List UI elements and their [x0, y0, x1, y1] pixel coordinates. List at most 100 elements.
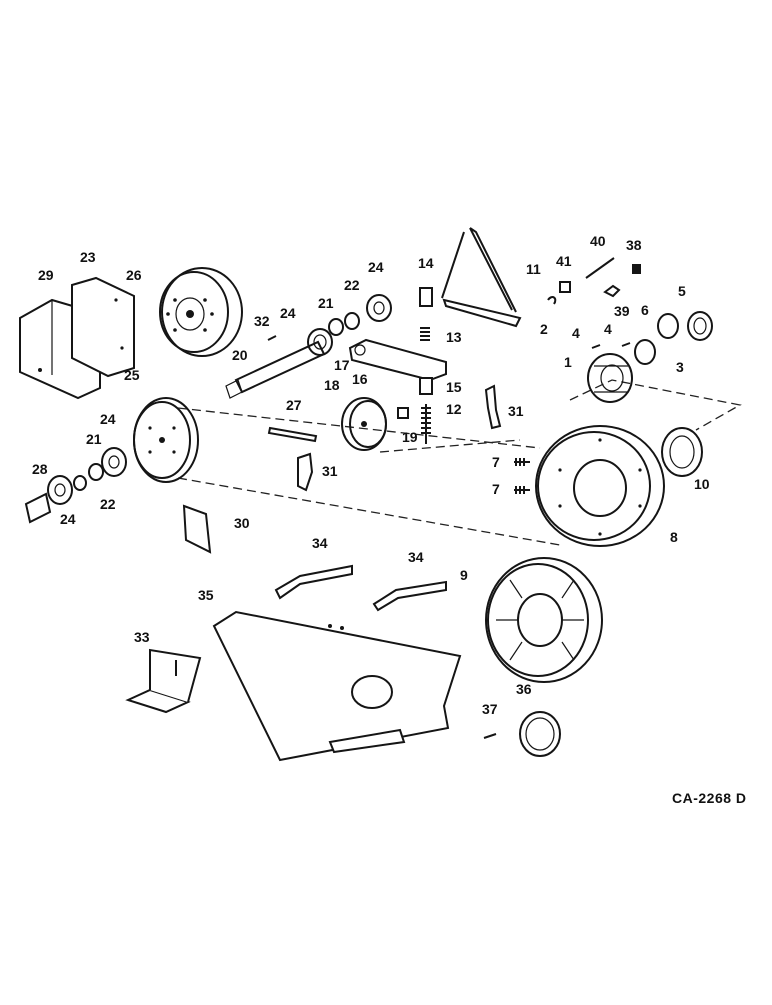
bearing-5 — [687, 311, 713, 341]
spring-13 — [420, 327, 430, 341]
key-4-right — [621, 342, 631, 347]
screw-37 — [483, 733, 497, 739]
plate-30 — [182, 504, 212, 554]
callout-39: 39 — [614, 303, 630, 319]
collar-3 — [634, 339, 656, 365]
drawing-code: CA-2268 D — [672, 790, 747, 806]
pin-19 — [397, 407, 409, 419]
hub-outline-line — [569, 379, 742, 431]
flange-24-top — [366, 294, 392, 322]
callout-4a: 4 — [572, 325, 580, 341]
callout-4b: 4 — [604, 321, 612, 337]
callout-24c: 24 — [100, 411, 116, 427]
idler-arm-16 — [348, 338, 447, 382]
callout-40: 40 — [590, 233, 606, 249]
callout-11: 11 — [526, 261, 541, 277]
key-4-left — [591, 344, 601, 349]
support-frame-11 — [441, 227, 522, 328]
clip-2 — [547, 296, 557, 305]
callout-13: 13 — [446, 329, 462, 345]
bushing-41 — [559, 281, 571, 293]
callout-1: 1 — [564, 354, 572, 370]
collar-21-lower — [88, 463, 104, 481]
callout-3: 3 — [676, 359, 684, 375]
callout-5: 5 — [678, 283, 686, 299]
callout-7b: 7 — [492, 481, 500, 497]
hub-ring-10 — [661, 427, 703, 477]
link-34-right — [372, 580, 447, 612]
callout-2: 2 — [540, 321, 548, 337]
cover-36 — [519, 711, 561, 757]
callout-29: 29 — [38, 267, 54, 283]
hub-1 — [587, 353, 633, 403]
idler-pulley-18 — [341, 397, 387, 451]
bolt-7-upper — [514, 458, 530, 466]
callout-34a: 34 — [312, 535, 328, 551]
idler-belt-line — [379, 439, 521, 453]
link-34-left — [274, 564, 353, 600]
callout-27: 27 — [286, 397, 302, 413]
callout-12: 12 — [446, 401, 462, 417]
pulley-25 — [133, 397, 199, 483]
callout-7a: 7 — [492, 454, 500, 470]
callout-23: 23 — [80, 249, 96, 265]
callout-18: 18 — [324, 377, 340, 393]
seal-6 — [657, 313, 679, 339]
nut-38 — [632, 264, 641, 274]
callout-21b: 21 — [86, 431, 102, 447]
pin-40 — [585, 257, 615, 279]
callout-41: 41 — [556, 253, 572, 269]
callout-25: 25 — [124, 367, 140, 383]
bracket-31-right — [484, 384, 502, 430]
bracket-plate-23 — [71, 276, 135, 378]
callout-24b: 24 — [280, 305, 296, 321]
collar-21-upper — [328, 318, 344, 336]
key-27 — [267, 426, 318, 443]
callout-37: 37 — [482, 701, 498, 717]
bushing-15 — [419, 377, 433, 395]
bolt-7-lower — [514, 486, 530, 494]
ring-22-upper — [344, 312, 360, 330]
callout-21a: 21 — [318, 295, 334, 311]
callout-15: 15 — [446, 379, 462, 395]
callout-24a: 24 — [368, 259, 384, 275]
callout-10: 10 — [694, 476, 710, 492]
callout-33: 33 — [134, 629, 150, 645]
callout-26: 26 — [126, 267, 142, 283]
callout-16: 16 — [352, 371, 368, 387]
callout-35: 35 — [198, 587, 214, 603]
callout-14: 14 — [418, 255, 434, 271]
callout-22b: 22 — [100, 496, 116, 512]
callout-24d: 24 — [60, 511, 76, 527]
upper-belt-line — [177, 407, 541, 449]
callout-22a: 22 — [344, 277, 360, 293]
callout-34b: 34 — [408, 549, 424, 565]
callout-19: 19 — [402, 429, 418, 445]
callout-9: 9 — [460, 567, 468, 583]
bushing-14 — [419, 287, 433, 307]
callout-6: 6 — [641, 302, 649, 318]
callout-36: 36 — [516, 681, 532, 697]
bearing-24-lower — [47, 475, 73, 505]
callout-20: 20 — [232, 347, 248, 363]
pulley-26 — [159, 267, 243, 357]
bearing-24-upper — [307, 328, 333, 356]
lower-belt-line — [177, 477, 561, 546]
flange-24-left — [101, 447, 127, 477]
ring-22-lower — [73, 475, 87, 491]
shield-35 — [212, 610, 462, 762]
bracket-31-left — [297, 452, 314, 492]
bushing-28 — [24, 492, 52, 524]
callout-38: 38 — [626, 237, 642, 253]
callout-31b: 31 — [508, 403, 524, 419]
clip-39 — [603, 284, 621, 298]
callout-30: 30 — [234, 515, 250, 531]
bracket-33 — [125, 648, 202, 714]
drive-pulley-8 — [535, 425, 665, 547]
callout-31a: 31 — [322, 463, 338, 479]
pulley-9 — [485, 557, 603, 683]
callout-32: 32 — [254, 313, 270, 329]
bolt-12 — [421, 404, 431, 444]
